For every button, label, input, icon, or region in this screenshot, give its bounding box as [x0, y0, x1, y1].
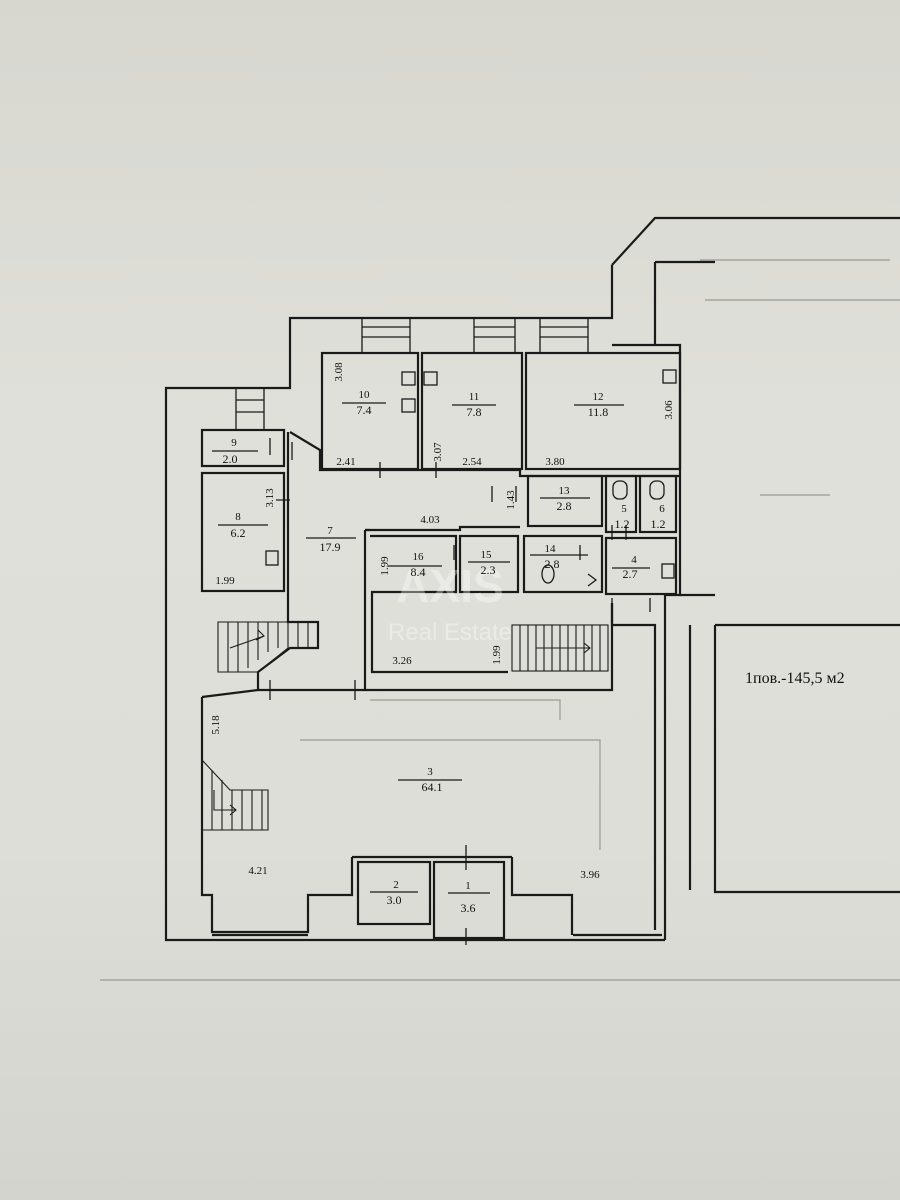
room-9-area: 2.0 [223, 452, 238, 466]
room-3-area: 64.1 [422, 780, 443, 794]
room-8-area: 6.2 [231, 526, 246, 540]
room-2-number: 2 [393, 879, 399, 891]
watermark: AXIS Real Estate [388, 560, 512, 646]
room-11-number: 11 [469, 391, 480, 403]
watermark-subtitle: Real Estate [388, 619, 512, 646]
room-5-number: 5 [621, 503, 627, 515]
room-3-number: 3 [427, 766, 433, 778]
dim-room10-width: 2.41 [336, 456, 355, 468]
room-13-number: 13 [559, 485, 571, 497]
room-6-area: 1.2 [651, 517, 666, 531]
staircase-center [511, 624, 609, 672]
dim-room8-height: 3.13 [264, 488, 276, 508]
room-14 [522, 534, 604, 594]
dim-room16-height: 1.99 [379, 556, 391, 576]
room-14-number: 14 [545, 543, 557, 555]
room-7-area: 17.9 [320, 540, 341, 554]
floor-total-area: 1пов.-145,5 м2 [745, 670, 845, 687]
room-8 [200, 471, 286, 593]
room-4 [604, 536, 678, 612]
staircase-upper-left [217, 621, 319, 673]
dim-room12-width: 3.80 [545, 456, 565, 468]
door-ticks [269, 410, 627, 945]
room-1 [432, 860, 506, 940]
room-6 [638, 474, 678, 534]
room-12-number: 12 [593, 391, 604, 403]
building-outline [164, 265, 682, 942]
staircase-lower-left [201, 758, 269, 831]
room-9 [200, 388, 286, 468]
room-14-area: 2.8 [545, 557, 560, 571]
background-ghost-lines [100, 259, 900, 981]
dim-corridor-width: 4.03 [420, 514, 440, 526]
dim-room12-height: 3.06 [663, 400, 675, 420]
room-10 [320, 318, 420, 471]
room-15-number: 15 [481, 549, 493, 561]
room-5 [604, 474, 638, 534]
dim-room10-height: 3.08 [333, 362, 345, 382]
room-2-area: 3.0 [387, 893, 402, 907]
room-5-area: 1.2 [615, 517, 630, 531]
dim-room11-height: 3.07 [432, 442, 444, 462]
room-11-area: 7.8 [467, 405, 482, 419]
room-9-number: 9 [231, 437, 237, 449]
room-16-number: 16 [413, 551, 425, 563]
room-16 [370, 534, 508, 674]
watermark-brand: AXIS [396, 560, 503, 612]
room-13 [526, 474, 604, 528]
dim-room11-width: 2.54 [462, 456, 482, 468]
dim-room16-right: 1.99 [491, 645, 503, 665]
room-1-number: 1 [465, 880, 471, 892]
room-labels: 9 2.0 8 6.2 10 7.4 11 7.8 12 11.8 13 2.8… [223, 389, 666, 915]
room-16-area: 8.4 [411, 565, 426, 579]
room-4-number: 4 [631, 554, 637, 566]
dim-room3-width-right: 3.96 [580, 869, 600, 881]
room-4-area: 2.7 [623, 567, 638, 581]
room-2 [356, 860, 432, 926]
room-13-area: 2.8 [557, 499, 572, 513]
dim-room3-width-left: 4.21 [248, 865, 267, 877]
room-15 [458, 534, 520, 594]
room-12-area: 11.8 [588, 405, 609, 419]
adjacent-building-outline [611, 216, 900, 894]
room-12 [524, 318, 682, 471]
room-10-area: 7.4 [357, 403, 372, 417]
room-6-number: 6 [659, 503, 665, 515]
room-7-number: 7 [327, 525, 333, 537]
room-10-number: 10 [359, 389, 371, 401]
dim-room16-width: 3.26 [392, 655, 412, 667]
dim-room8-width: 1.99 [215, 575, 235, 587]
room-8-number: 8 [235, 511, 241, 523]
dim-corridor-height: 1.43 [505, 490, 517, 510]
dimension-labels: 3.08 2.41 3.07 2.54 3.80 3.06 3.13 1.99 … [210, 362, 675, 881]
room-1-area: 3.6 [461, 901, 476, 915]
dim-room3-height: 5.18 [210, 715, 222, 735]
room-15-area: 2.3 [481, 563, 496, 577]
